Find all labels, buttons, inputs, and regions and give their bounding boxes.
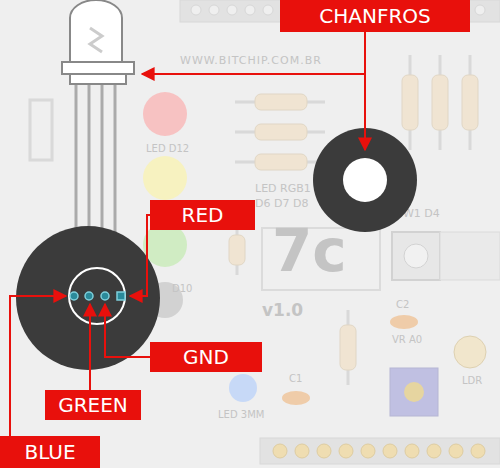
silkscreen-label: v1.0 xyxy=(262,302,303,319)
silkscreen-label: 7c xyxy=(272,222,347,280)
callout-text: RED xyxy=(182,205,224,225)
callout-text: GND xyxy=(183,347,229,367)
silkscreen-label: LED D12 xyxy=(146,144,189,154)
callout-text: CHANFROS xyxy=(319,6,430,26)
silkscreen-label: LED RGB1 xyxy=(255,183,311,194)
silkscreen-label: LDR xyxy=(462,376,482,386)
callout-box: BLUE xyxy=(0,436,100,468)
callout-box: RED xyxy=(150,200,255,230)
silkscreen-label: VR A0 xyxy=(392,335,422,345)
led-side-view xyxy=(62,0,134,240)
led-bottom-view xyxy=(16,226,160,370)
callout-box: CHANFROS xyxy=(280,0,470,32)
silkscreen-label: D6 D7 D8 xyxy=(255,198,308,209)
silkscreen-label: C2 xyxy=(396,300,409,310)
silkscreen-label: LED 3MM xyxy=(218,410,264,420)
callout-text: GREEN xyxy=(58,395,128,415)
silkscreen-label: D10 xyxy=(172,284,192,294)
callout-box: GND xyxy=(150,342,262,372)
callout-box: GREEN xyxy=(45,390,141,420)
silkscreen-label: C1 xyxy=(289,374,302,384)
leader-lines xyxy=(10,32,365,436)
callout-text: BLUE xyxy=(24,442,75,462)
silkscreen-label: WWW.BITCHIP.COM.BR xyxy=(180,55,322,66)
